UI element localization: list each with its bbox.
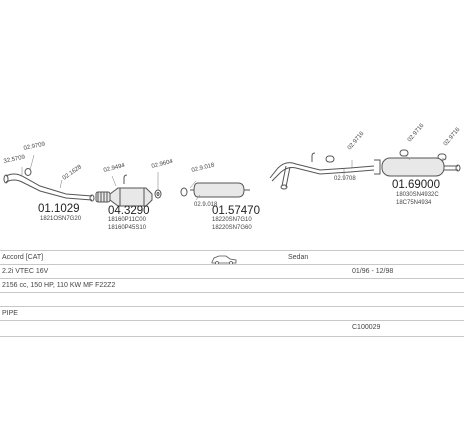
part-code-p5: 02.9604	[151, 159, 174, 170]
part-number-p9: 01.57470	[212, 205, 260, 217]
oe-ref-p14-1: 18030SN4932C	[396, 192, 439, 198]
leader-lines	[21, 154, 447, 201]
part-code-p13: 02.9708	[334, 176, 356, 182]
mount-hook-icon	[123, 174, 128, 184]
part-code-p8: 02.9.018	[194, 202, 218, 208]
part-type: PIPE	[2, 310, 18, 317]
body-style: Sedan	[288, 254, 309, 261]
part-code-p4: 02.9494	[103, 163, 126, 174]
oe-ref-p9-1: 18220SN7G10	[212, 217, 252, 223]
catalytic-converter	[109, 187, 153, 207]
oe-ref-p6-1: 18160P11C00	[108, 217, 147, 223]
rubber-hanger-icon	[325, 155, 335, 163]
gasket-icon	[180, 187, 188, 197]
vehicle-model: Accord [CAT]	[2, 254, 44, 261]
oe-ref-p1-1: 1821OSN7G20	[40, 216, 82, 222]
front-pipe	[3, 173, 95, 202]
table-divider	[0, 320, 464, 321]
part-code-p12: 02.9716	[443, 126, 462, 147]
part-code-p7: 02.9.018	[191, 162, 216, 174]
oe-ref-p6-2: 18160P45S10	[108, 225, 147, 231]
oe-ref-p9-2: 18220SN7G60	[212, 225, 252, 231]
part-code-p11: 02.9716	[407, 122, 426, 143]
rubber-hanger-icon	[399, 149, 409, 157]
rear-silencer	[374, 157, 461, 177]
production-years: 01/96 - 12/98	[352, 268, 394, 275]
table-divider	[0, 336, 464, 337]
flex-pipe	[95, 191, 111, 203]
catalog-number: C100029	[352, 324, 381, 331]
table-divider	[0, 250, 464, 251]
part-number-p1: 01.1029	[38, 203, 80, 215]
part-code-p1: 32.5709	[3, 154, 26, 165]
rear-pipe	[269, 162, 375, 190]
part-number-p14: 01.69000	[392, 179, 440, 191]
oe-ref-p14-2: 18C75N4934	[396, 200, 432, 206]
engine-specs: 2156 cc, 150 HP, 110 KW MF F22Z2	[2, 282, 116, 289]
part-code-p10: 02.9716	[347, 130, 366, 151]
part-number-p6: 04.3290	[108, 205, 150, 217]
part-code-p2: 02.9709	[23, 141, 46, 152]
part-code-p3: 02.1628	[62, 164, 84, 182]
table-divider	[0, 264, 464, 265]
table-divider	[0, 306, 464, 307]
table-divider	[0, 292, 464, 293]
centre-silencer	[190, 182, 250, 198]
table-divider	[0, 278, 464, 279]
gasket-icon	[24, 168, 32, 176]
gasket-icon	[154, 189, 162, 199]
mount-hook-icon	[311, 152, 316, 162]
engine-description: 2.2i VTEC 16V	[2, 268, 49, 275]
